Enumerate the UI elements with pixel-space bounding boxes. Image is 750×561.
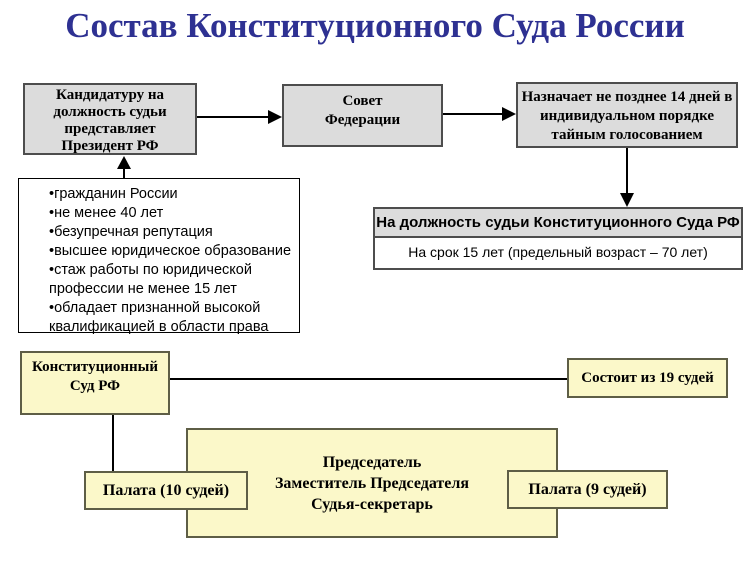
connector-rule-to-position: [626, 148, 628, 194]
chamber-right-box: Палата (9 судей): [507, 470, 668, 509]
connector-candidate-to-council: [197, 116, 269, 118]
arrowhead-down-icon: [620, 193, 634, 207]
federation-council-box: Совет Федерации: [282, 84, 443, 147]
size-box: Состоит из 19 судей: [567, 358, 728, 398]
connector-council-to-rule: [443, 113, 503, 115]
arrowhead-up-icon: [117, 156, 131, 169]
chamber-left-box: Палата (10 судей): [84, 471, 248, 510]
arrowhead-right-icon: [268, 110, 282, 124]
connector-court-to-chamber: [112, 415, 114, 472]
candidate-box: Кандидатуру на должность судьи представл…: [23, 83, 197, 155]
requirements-box: •гражданин России •не менее 40 лет •безу…: [18, 178, 300, 335]
position-box: На должность судьи Конституционного Суда…: [373, 207, 743, 270]
page-title: Состав Конституционного Суда России: [65, 6, 685, 45]
arrowhead-right-icon: [502, 107, 516, 121]
position-box-term: На срок 15 лет (предельный возраст – 70 …: [375, 238, 741, 266]
connector-court-to-size: [170, 378, 567, 380]
position-box-title: На должность судьи Конституционного Суда…: [375, 209, 741, 238]
connector-requirements-to-candidate: [123, 168, 125, 178]
court-box: Конституционный Суд РФ: [20, 351, 170, 415]
appointment-rule-box: Назначает не позднее 14 дней в индивидуа…: [516, 82, 738, 148]
